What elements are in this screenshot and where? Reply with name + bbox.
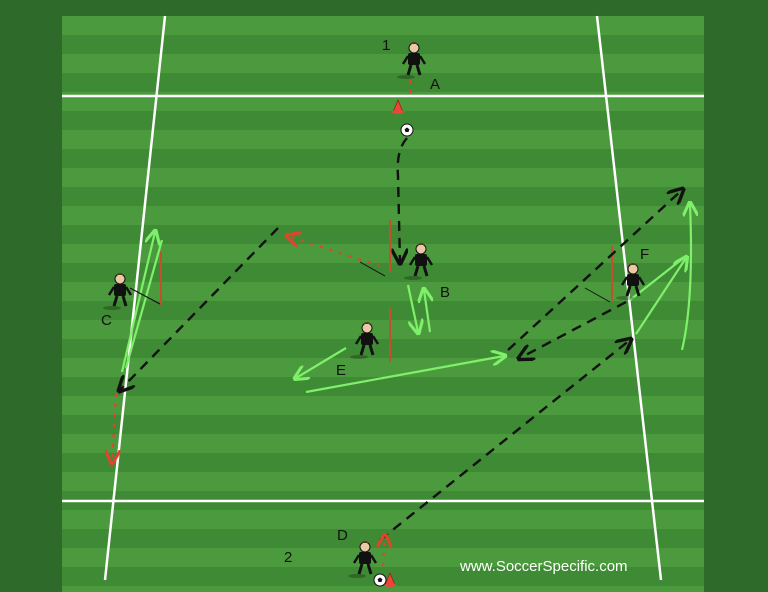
player-label-c: C bbox=[101, 312, 112, 329]
guide-line-b bbox=[359, 261, 386, 277]
run-arrow-e-left bbox=[296, 347, 347, 378]
pass-arrow-to-far-corner bbox=[507, 190, 682, 351]
dribble-arrow-b-left bbox=[288, 236, 381, 268]
left-boundary-line bbox=[103, 15, 167, 581]
ball-top bbox=[400, 123, 414, 137]
group-label-1: 1 bbox=[382, 37, 390, 54]
pass-arrow-to-c bbox=[120, 227, 279, 390]
pitch-stripe bbox=[62, 73, 704, 92]
pitch-stripe bbox=[62, 187, 704, 206]
run-arrow-f-up bbox=[635, 258, 686, 335]
guide-line-c bbox=[129, 287, 161, 305]
run-arrow-b-down bbox=[406, 284, 418, 332]
pass-arrow-d-to-f bbox=[379, 340, 630, 541]
pitch-stripe bbox=[62, 453, 704, 472]
dribble-arrow-c-down bbox=[112, 393, 116, 462]
pass-arrows bbox=[120, 137, 682, 541]
pitch-stripes bbox=[62, 35, 704, 586]
pitch bbox=[62, 16, 704, 592]
pitch-stripe bbox=[62, 415, 704, 434]
pass-arrow-f-back bbox=[520, 300, 627, 358]
pitch-stripe bbox=[62, 149, 704, 168]
player-label-a: A bbox=[430, 76, 440, 93]
guide-lines bbox=[129, 261, 611, 305]
watermark: www.SoccerSpecific.com bbox=[459, 558, 628, 575]
pitch-stripe bbox=[62, 111, 704, 130]
ball-bottom bbox=[373, 573, 387, 587]
pitch-stripe bbox=[62, 225, 704, 244]
pitch-stripe bbox=[62, 35, 704, 54]
dribble-arrows bbox=[112, 80, 412, 567]
run-arrow-b-up bbox=[424, 290, 430, 333]
player-label-f: F bbox=[640, 246, 649, 263]
run-arrow-f-wide bbox=[680, 204, 691, 351]
pass-arrow-a-to-b bbox=[398, 137, 407, 262]
poles bbox=[160, 220, 613, 362]
player-label-d: D bbox=[337, 527, 348, 544]
run-line-c-down bbox=[124, 239, 164, 369]
player-label-b: B bbox=[440, 284, 450, 301]
pitch-stripe bbox=[62, 301, 704, 320]
run-arrow-e-right bbox=[305, 356, 504, 394]
guide-line-f bbox=[584, 287, 611, 303]
player-label-e: E bbox=[336, 362, 346, 379]
group-label-2: 2 bbox=[284, 549, 292, 566]
pitch-stripe bbox=[62, 263, 704, 282]
pitch-stripe bbox=[62, 339, 704, 358]
pitch-stripe bbox=[62, 377, 704, 396]
labels: 1 2 A B C D E F www.SoccerSpecific.com bbox=[101, 37, 649, 575]
run-arrow-c-up bbox=[120, 232, 155, 373]
